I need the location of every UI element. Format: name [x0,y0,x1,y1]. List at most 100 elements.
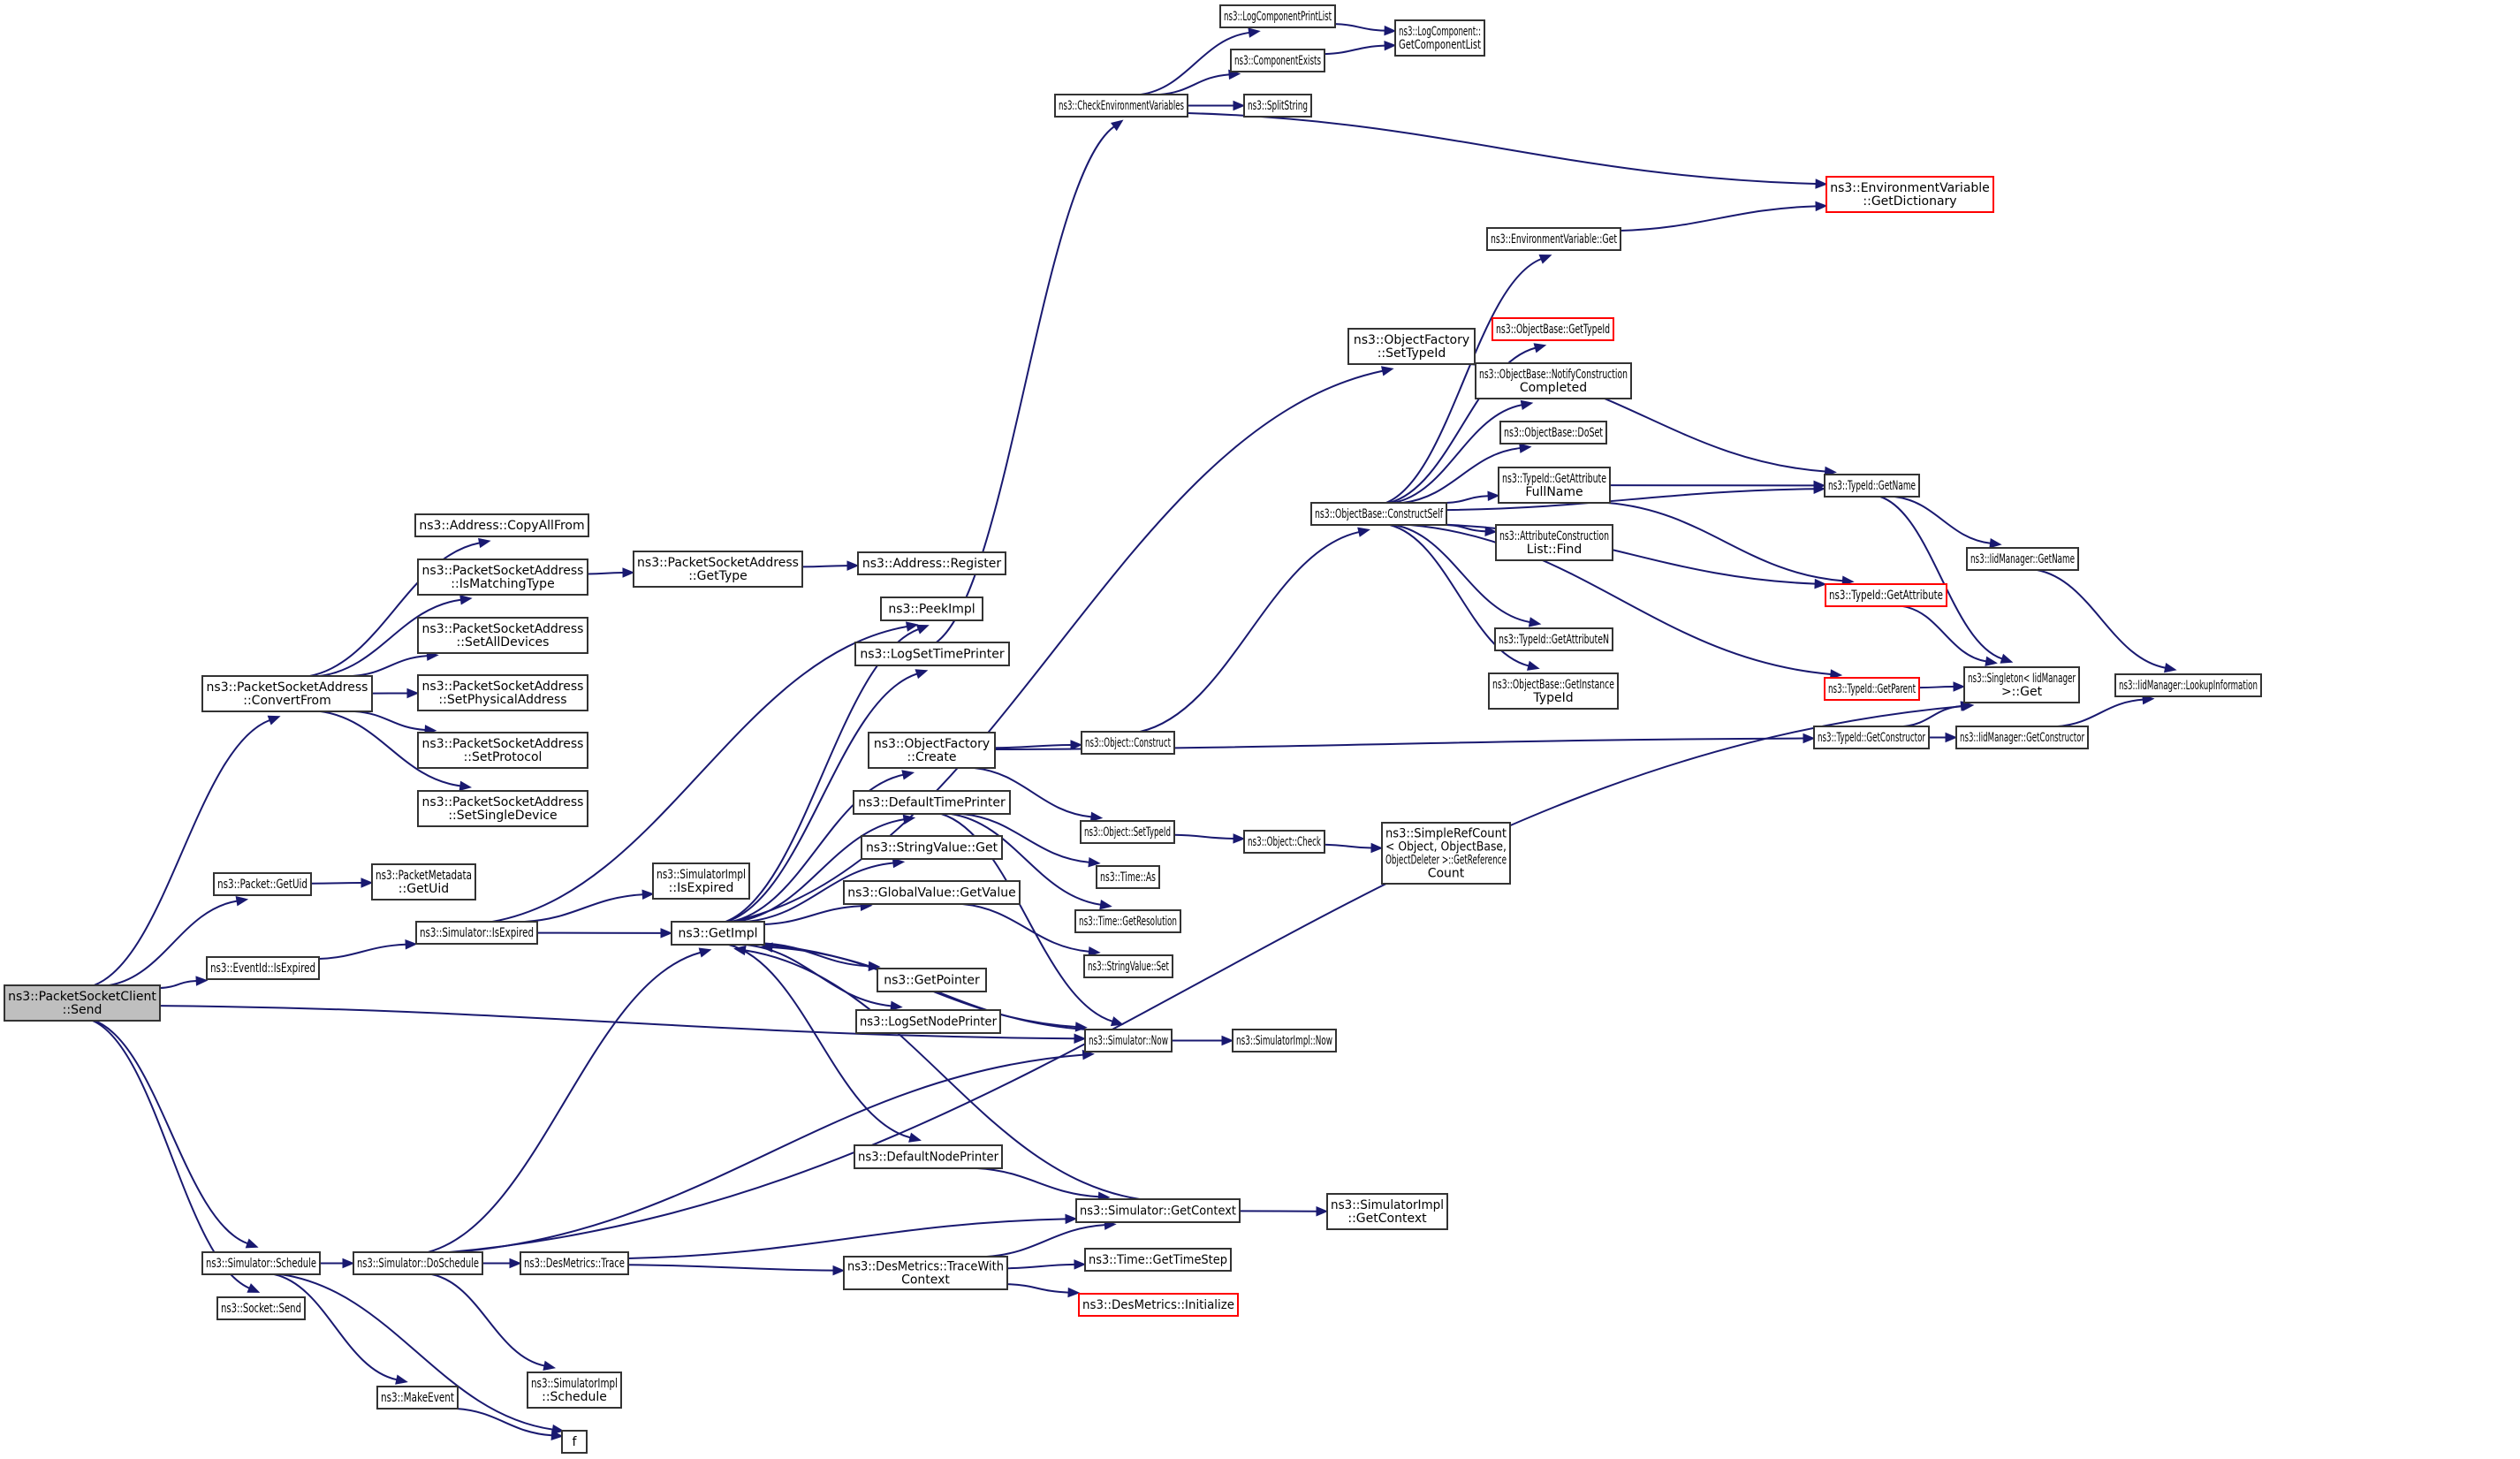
node-copyallfrom[interactable]: ns3::Address::CopyAllFrom [414,513,589,537]
node-objectcheck[interactable]: ns3::Object::Check [1243,830,1325,854]
node-desmetricstrace[interactable]: ns3::DesMetrics::Trace [520,1251,629,1275]
node-timegettimestep[interactable]: ns3::Time::GetTimeStep [1084,1248,1232,1272]
node-label: TypeId [1532,691,1573,705]
node-typeidgetname[interactable]: ns3::TypeId::GetName [1824,474,1920,498]
node-getdictionary[interactable]: ns3::EnvironmentVariable::GetDictionary [1825,176,1994,213]
node-objfactorysettypeid[interactable]: ns3::ObjectFactory::SetTypeId [1347,328,1476,365]
node-root[interactable]: ns3::PacketSocketClient::Send [4,984,161,1022]
edges-layer [92,23,2177,1441]
node-stringvalueset[interactable]: ns3::StringValue::Set [1083,954,1173,978]
node-iidmanagergetname[interactable]: ns3::IidManager::GetName [1966,547,2079,571]
node-notifyconstruction[interactable]: ns3::ObjectBase::NotifyConstructionCompl… [1475,362,1632,399]
node-logsettimeprinter[interactable]: ns3::LogSetTimePrinter [854,642,1010,666]
node-label: ns3::PacketSocketAddress [637,556,799,570]
node-metadatagetuid[interactable]: ns3::PacketMetadata::GetUid [371,863,476,900]
node-box [206,956,320,980]
node-packetgetuid[interactable]: ns3::Packet::GetUid [213,872,312,896]
node-objectsettypeid[interactable]: ns3::Object::SetTypeId [1080,820,1175,844]
node-desmetricsinit[interactable]: ns3::DesMetrics::Initialize [1078,1293,1239,1317]
node-simschedule[interactable]: ns3::Simulator::Schedule [201,1251,321,1275]
node-peekimpl[interactable]: ns3::PeekImpl [880,597,983,621]
node-simgetcontext[interactable]: ns3::Simulator::GetContext [1075,1198,1241,1223]
node-box [855,1009,1001,1034]
node-getreferencecount[interactable]: ns3::SimpleRefCount< Object, ObjectBase,… [1381,822,1511,885]
node-objbasedoset[interactable]: ns3::ObjectBase::DoSet [1499,421,1607,445]
edge-objectcheck-to-getreferencecount [1324,843,1372,849]
node-simulatornow[interactable]: ns3::Simulator::Now [1084,1029,1173,1052]
node-simimplisexpired[interactable]: ns3::SimulatorImpl::IsExpired [652,862,750,900]
arrowhead-icon [195,976,209,986]
node-box [4,984,161,1022]
arrowhead-icon [908,1132,922,1143]
node-setsingledevice[interactable]: ns3::PacketSocketAddress::SetSingleDevic… [417,790,588,827]
node-globalvaluegetvalue[interactable]: ns3::GlobalValue::GetValue [843,880,1021,905]
node-convertfrom[interactable]: ns3::PacketSocketAddress::ConvertFrom [201,675,373,712]
node-constructself[interactable]: ns3::ObjectBase::ConstructSelf [1310,502,1447,526]
node-stringvalueget[interactable]: ns3::StringValue::Get [861,835,1003,860]
node-iidmanagergetconstructor[interactable]: ns3::IidManager::GetConstructor [1955,726,2089,749]
node-lookupinformation[interactable]: ns3::IidManager::LookupInformation [2114,673,2262,697]
node-envvarget[interactable]: ns3::EnvironmentVariable::Get [1486,227,1621,251]
edge-constructself-to-getattrfullname [1446,495,1489,504]
node-label: ::SetProtocol [464,750,543,764]
node-getcomponentlist[interactable]: ns3::LogComponent::GetComponentList [1394,19,1485,57]
edge-typeidgetname-to-singletonget [1879,496,2003,660]
node-ismatchingtype[interactable]: ns3::PacketSocketAddress::IsMatchingType [417,559,588,596]
node-simisexpired[interactable]: ns3::Simulator::IsExpired [415,921,538,945]
node-logcompprintlist[interactable]: ns3::LogComponentPrintList [1219,4,1336,28]
node-typeidgetparent[interactable]: ns3::TypeId::GetParent [1824,677,1920,701]
node-timegetresolution[interactable]: ns3::Time::GetResolution [1074,909,1181,933]
node-typeidgetattribute[interactable]: ns3::TypeId::GetAttribute [1825,583,1947,607]
node-componentexists[interactable]: ns3::ComponentExists [1230,49,1325,72]
edge-getimpl-to-stringvalueget [746,862,894,923]
node-label: Completed [1520,381,1587,395]
node-singletonget[interactable]: ns3::Singleton< IidManager>::Get [1963,666,2080,703]
node-box [561,1430,588,1454]
node-objfactorycreate[interactable]: ns3::ObjectFactory::Create [868,732,996,769]
node-objbasegettypeid[interactable]: ns3::ObjectBase::GetTypeId [1492,317,1614,341]
node-setprotocol[interactable]: ns3::PacketSocketAddress::SetProtocol [417,732,588,769]
arrowhead-icon [478,537,491,549]
node-objectconstruct[interactable]: ns3::Object::Construct [1081,731,1175,755]
node-timeas[interactable]: ns3::Time::As [1096,865,1160,889]
arrowhead-icon [846,560,860,571]
node-defaultnodeprinter[interactable]: ns3::DefaultNodePrinter [854,1144,1003,1169]
edge-doschedule-to-simimplschedule [431,1273,545,1367]
arrowhead-icon [892,857,906,869]
arrowhead-icon [1233,100,1246,111]
node-getimpl[interactable]: ns3::GetImpl [671,921,765,946]
node-simimplgetcontext[interactable]: ns3::SimulatorImpl::GetContext [1326,1193,1448,1230]
node-addrregister[interactable]: ns3::Address::Register [857,551,1006,575]
node-checkenv[interactable]: ns3::CheckEnvironmentVariables [1054,94,1188,118]
node-setalldevices[interactable]: ns3::PacketSocketAddress::SetAllDevices [417,617,588,654]
edge-iidmanagergetconstructor-to-lookupinformation [2057,698,2144,727]
node-typeidgetattributen[interactable]: ns3::TypeId::GetAttributeN [1494,627,1613,651]
node-doschedule[interactable]: ns3::Simulator::DoSchedule [353,1251,483,1275]
node-gettype[interactable]: ns3::PacketSocketAddress::GetType [633,551,803,588]
node-box [857,551,1006,575]
node-box [1243,94,1312,118]
node-simimplschedule[interactable]: ns3::SimulatorImpl::Schedule [527,1372,622,1409]
node-makeevent[interactable]: ns3::MakeEvent [376,1386,459,1410]
node-splitstring[interactable]: ns3::SplitString [1243,94,1312,118]
edge-convertfrom-to-setprotocol [354,711,426,731]
node-f[interactable]: f [561,1430,588,1454]
arrowhead-icon [459,595,473,605]
node-eventidisexpired[interactable]: ns3::EventId::IsExpired [206,956,320,980]
node-setphysicaladdress[interactable]: ns3::PacketSocketAddress::SetPhysicalAdd… [417,674,588,711]
node-socketsend[interactable]: ns3::Socket::Send [216,1296,306,1320]
node-logsetnodeprinter[interactable]: ns3::LogSetNodePrinter [855,1009,1001,1034]
node-simimplnow[interactable]: ns3::SimulatorImpl::Now [1232,1029,1337,1052]
node-label: ns3::TypeId::GetName [1828,479,1916,493]
node-defaulttimeprinter[interactable]: ns3::DefaultTimePrinter [853,790,1011,815]
arrowhead-icon [1487,490,1500,502]
node-box [1494,627,1613,651]
node-typeidgetconstructor[interactable]: ns3::TypeId::GetConstructor [1813,726,1930,749]
node-getpointer[interactable]: ns3::GetPointer [877,968,987,992]
edge-checkenv-to-componentexists [1159,73,1230,95]
node-label: ns3::DesMetrics::Trace [524,1257,625,1271]
